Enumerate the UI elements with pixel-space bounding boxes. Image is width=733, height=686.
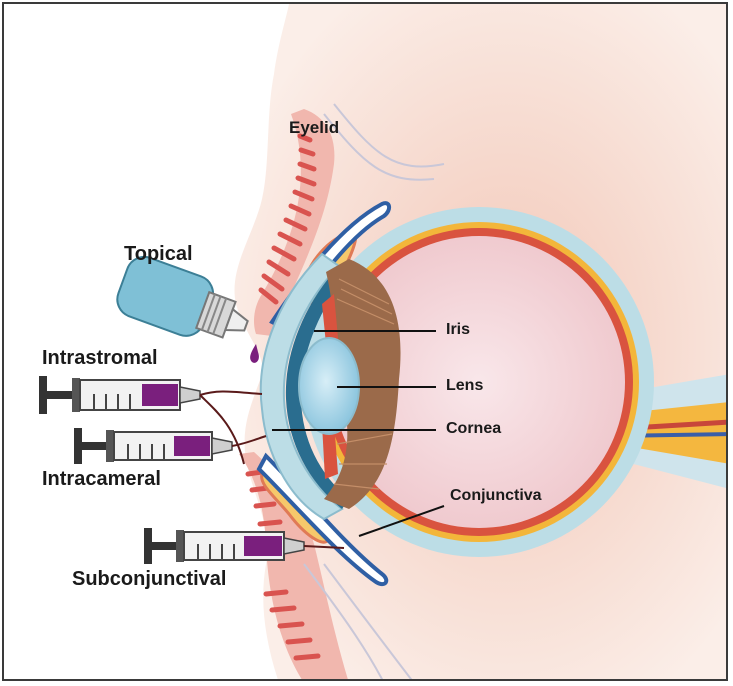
label-topical: Topical xyxy=(124,244,193,264)
label-cornea: Cornea xyxy=(446,421,501,437)
label-intrastromal: Intrastromal xyxy=(42,348,158,368)
label-subconjunctival: Subconjunctival xyxy=(72,569,226,589)
label-intracameral: Intracameral xyxy=(42,469,161,489)
label-iris: Iris xyxy=(446,322,470,338)
label-conjunctiva: Conjunctiva xyxy=(450,488,542,504)
syringe-intracameral xyxy=(74,428,232,464)
label-eyelid: Eyelid xyxy=(289,119,339,136)
syringe-subconjunctival xyxy=(144,528,304,564)
syringe-intrastromal xyxy=(39,376,200,414)
eye-drop-bottle xyxy=(112,252,256,355)
label-lens: Lens xyxy=(446,378,483,394)
